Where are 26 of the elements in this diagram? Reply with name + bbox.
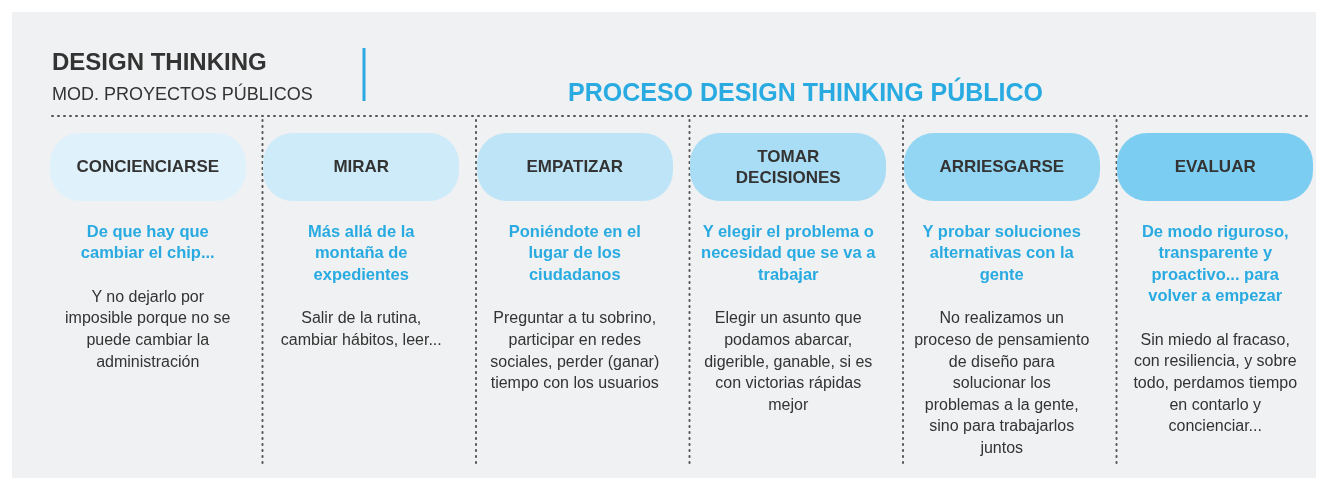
step-label: MIRAR — [332, 156, 391, 178]
step-description: Elegir un asunto que podamos abarcar, digerible, ganable, si es con victorias rápidas mejor — [703, 308, 874, 415]
step-label: TOMAR DECISIONES — [734, 145, 842, 189]
step-pill — [263, 133, 460, 201]
step-pill — [903, 133, 1100, 201]
step-tagline: Más allá de la montaña de expedientes — [307, 221, 416, 285]
step-description: Salir de la rutina, cambiar hábitos, leer... — [279, 308, 443, 350]
step-description: No realizamos un proceso de pensamiento de diseño para solucionar los problemas a la gente, sino para trabajarlos juntos — [913, 308, 1090, 458]
step-description: Preguntar a tu sobrino, participar en redes sociales, perder (ganar) tiempo con los usuarios — [489, 308, 661, 394]
step-pill — [476, 133, 673, 201]
section-heading: PROCESO DESIGN THINKING PÚBLICO — [568, 78, 1044, 107]
step-label: EMPATIZAR — [525, 156, 625, 178]
step-label: ARRIESGARSE — [938, 156, 1066, 178]
step-pill — [690, 133, 887, 201]
step-pill — [1117, 133, 1314, 201]
title: DESIGN THINKING — [52, 48, 267, 76]
step-label: CONCIENCIARSE — [75, 156, 221, 178]
step-tagline: Y probar soluciones alternativas con la gente — [921, 221, 1082, 285]
step-description: Sin miedo al fracaso, con resiliencia, y sobre todo, perdamos tiempo en contarlo y concienciar... — [1132, 329, 1299, 437]
step-tagline: De modo riguroso, transparente y proactivo... para volver a empezar — [1140, 221, 1290, 307]
subtitle: MOD. PROYECTOS PÚBLICOS — [52, 84, 313, 105]
step-tagline: Poniéndote en el lugar de los ciudadanos — [507, 221, 642, 285]
step-tagline: De que hay que cambiar el chip... — [79, 221, 216, 264]
step-label: EVALUAR — [1173, 156, 1257, 178]
step-description: Y no dejarlo por imposible porque no se puede cambiar la administración — [64, 286, 232, 372]
step-tagline: Y elegir el problema o necesidad que se va a trabajar — [700, 221, 877, 285]
